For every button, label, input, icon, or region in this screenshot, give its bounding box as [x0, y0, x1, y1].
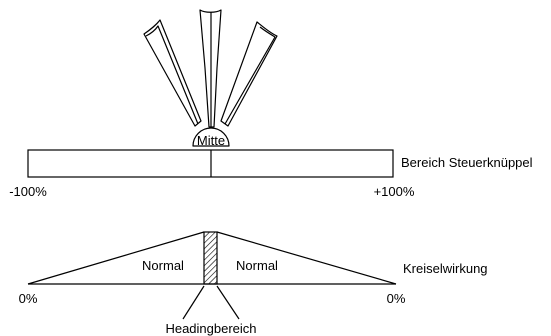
stick-left-blade	[143, 19, 202, 127]
stick-center-label: Mitte	[197, 133, 225, 148]
gyro-left-zero-label: 0%	[19, 291, 38, 306]
heading-pointer-left	[182, 285, 205, 320]
heading-range-label: Headingbereich	[165, 321, 256, 336]
stick-range-bar	[27, 149, 394, 178]
stick-right-blade-inner	[224, 26, 276, 125]
heading-zone-hatch	[203, 231, 218, 285]
stick-left-blade-inner	[145, 25, 199, 125]
gyro-effect-label: Kreiselwirkung	[403, 261, 488, 276]
heading-pointer-right	[216, 285, 240, 320]
stick-max-label: +100%	[374, 184, 415, 199]
gyro-right-slope	[216, 231, 397, 285]
stick-min-label: -100%	[9, 184, 47, 199]
stick-movement-illustration	[143, 9, 278, 147]
gyro-right-zero-label: 0%	[387, 291, 406, 306]
stick-pivot-base	[192, 127, 230, 147]
gyro-left-normal-label: Normal	[142, 258, 184, 273]
gyro-left-slope	[27, 231, 205, 285]
gyro-right-normal-label: Normal	[236, 258, 278, 273]
stick-right-blade	[220, 21, 278, 127]
gyro-effect-graph	[27, 231, 397, 320]
stick-range-label: Bereich Steuerknüppel	[401, 155, 533, 170]
